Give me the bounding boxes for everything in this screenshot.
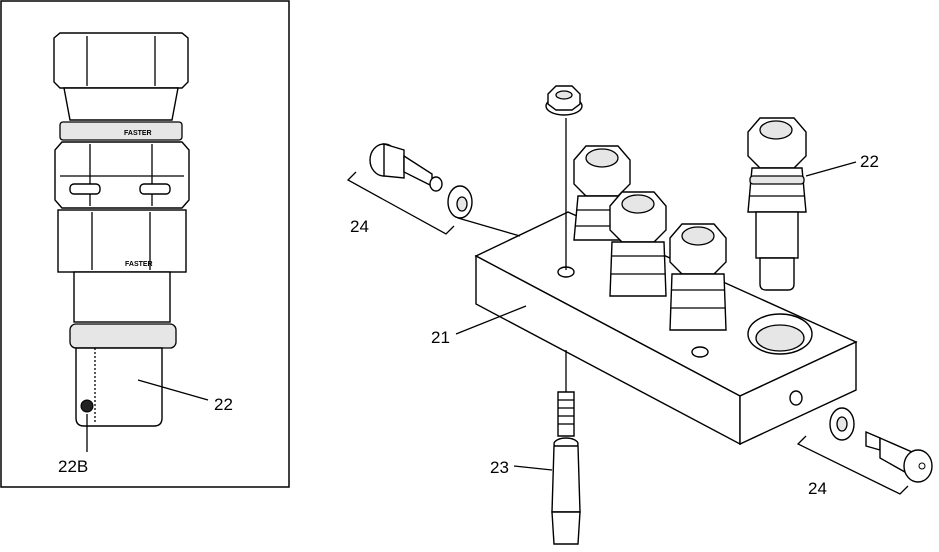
callout-22b: 22B bbox=[58, 457, 88, 476]
callout-24-left: 24 bbox=[350, 217, 369, 236]
manifold-block-21 bbox=[474, 211, 858, 446]
callout-22-main: 22 bbox=[860, 152, 879, 171]
shoulder-bolt-right bbox=[865, 430, 933, 483]
callout-23: 23 bbox=[490, 458, 509, 477]
shoulder-bolt-left bbox=[369, 143, 443, 192]
stud-23 bbox=[551, 391, 581, 545]
locking-ball-22b bbox=[80, 399, 94, 413]
inset-brand-mark-upper: FASTER bbox=[124, 130, 152, 137]
flange-nut bbox=[545, 85, 583, 116]
coupling-22 bbox=[747, 117, 807, 291]
spacer-washer-right bbox=[829, 407, 855, 441]
callout-21: 21 bbox=[431, 328, 450, 347]
spacer-washer-left bbox=[447, 185, 473, 219]
fitting-3 bbox=[669, 223, 727, 331]
callout-24-right: 24 bbox=[808, 479, 827, 498]
inset-brand-mark-lower: FASTER bbox=[125, 261, 153, 268]
callout-22-inset: 22 bbox=[214, 395, 233, 414]
fitting-2 bbox=[609, 191, 667, 297]
inset-coupling-22: FASTER FASTER bbox=[53, 32, 190, 427]
